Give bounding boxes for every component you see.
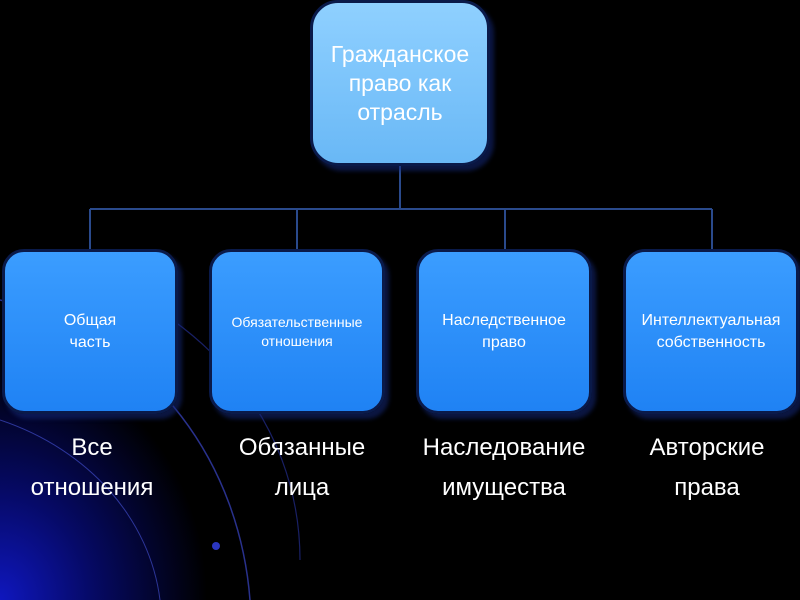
- child-node-inheritance: Наследственное право: [416, 249, 592, 414]
- caption-line-1: Все: [71, 434, 113, 461]
- caption-line-1: Наследование: [422, 434, 586, 461]
- child-node-intellectual: Интеллектуальная собственность: [623, 249, 799, 414]
- child-label-line-1: Обязательственные: [231, 313, 363, 330]
- child-label-line-2: право: [482, 333, 526, 351]
- caption-general: Все отношения: [0, 428, 192, 508]
- child-label-line-1: Интеллектуальная: [641, 311, 781, 329]
- decorative-dot: [212, 542, 220, 550]
- caption-inheritance: Наследование имущества: [404, 428, 604, 508]
- caption-line-2: лица: [274, 474, 330, 501]
- child-label-line-2: отношения: [261, 332, 333, 349]
- root-node: Гражданское право как отрасль: [310, 0, 490, 166]
- child-node-general: Общая часть: [2, 249, 178, 414]
- caption-obligations: Обязанные лица: [202, 428, 402, 508]
- root-line-2: право как: [348, 69, 452, 96]
- connector-lines: [89, 166, 713, 249]
- child-label-line-2: часть: [69, 333, 111, 351]
- root-line-1: Гражданское: [330, 40, 470, 67]
- caption-line-2: имущества: [442, 474, 566, 501]
- child-node-obligations: Обязательственные отношения: [209, 249, 385, 414]
- child-label-line-1: Общая: [63, 311, 117, 329]
- caption-intellectual: Авторские права: [607, 428, 800, 508]
- child-label-line-1: Наследственное: [442, 311, 566, 329]
- child-label-line-2: собственность: [656, 333, 766, 351]
- caption-line-2: права: [674, 474, 740, 501]
- caption-line-1: Авторские: [649, 434, 765, 461]
- caption-line-2: отношения: [30, 474, 154, 501]
- caption-line-1: Обязанные: [238, 434, 366, 461]
- root-line-3: отрасль: [357, 98, 443, 125]
